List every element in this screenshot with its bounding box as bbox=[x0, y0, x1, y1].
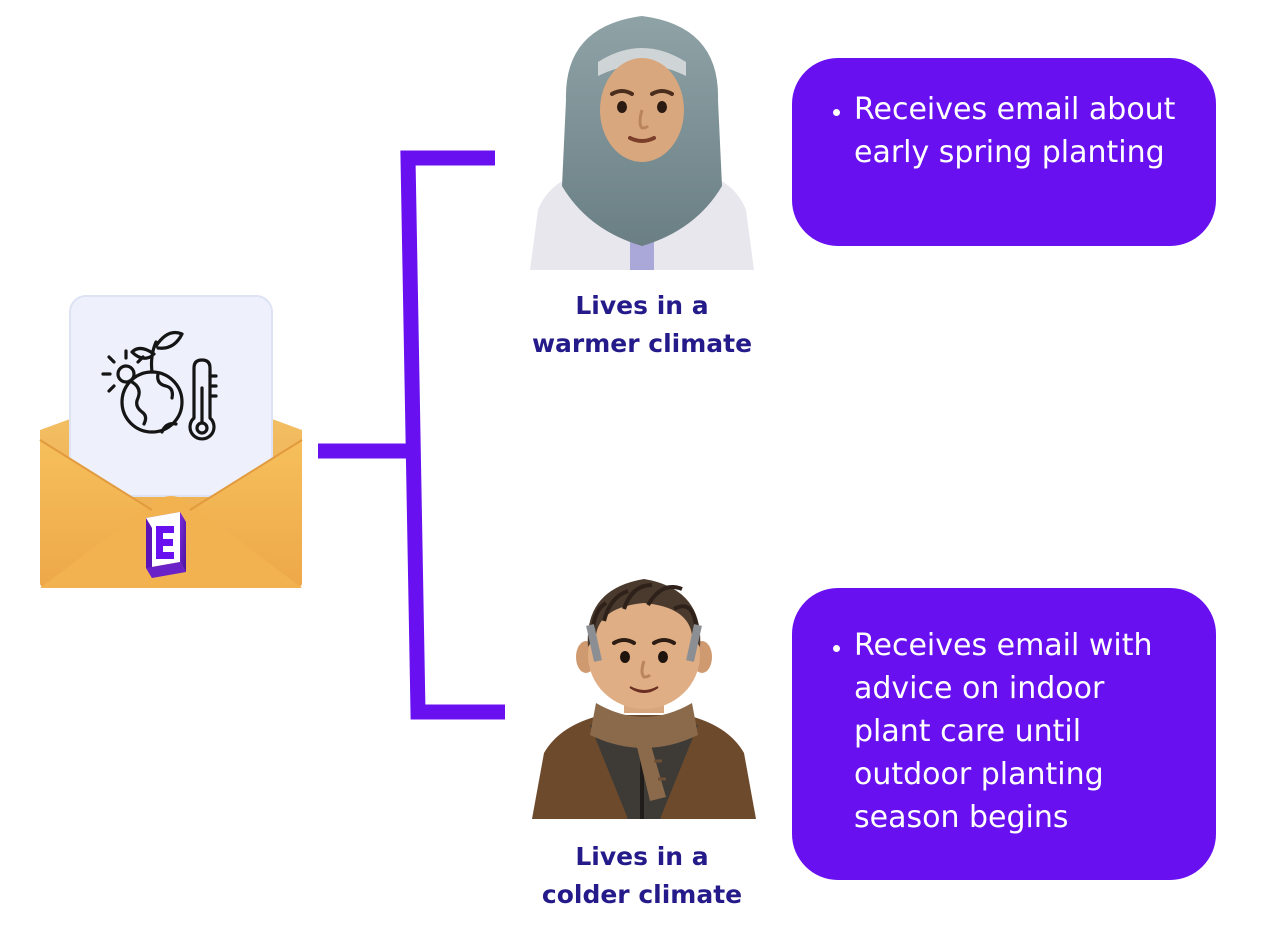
persona-cold-avatar-icon bbox=[532, 579, 756, 819]
climate-icon bbox=[101, 330, 218, 441]
persona-warm-message: Receives email about early spring planti… bbox=[854, 88, 1176, 174]
persona-warm-avatar-icon bbox=[530, 16, 754, 270]
persona-cold-label: Lives in a colder climate bbox=[541, 842, 743, 909]
connector-bracket bbox=[400, 150, 505, 720]
persona-warm-label: Lives in a warmer climate bbox=[531, 291, 753, 358]
persona-cold-callout: Receives email with advice on indoor pla… bbox=[792, 588, 1216, 880]
brand-e-logo-icon bbox=[146, 512, 186, 578]
callout-list: Receives email about early spring planti… bbox=[816, 88, 1176, 174]
persona-cold-message: Receives email with advice on indoor pla… bbox=[854, 624, 1176, 839]
email-envelope-icon bbox=[39, 295, 303, 588]
persona-warm-callout: Receives email about early spring planti… bbox=[792, 58, 1216, 246]
callout-list: Receives email with advice on indoor pla… bbox=[816, 624, 1176, 839]
